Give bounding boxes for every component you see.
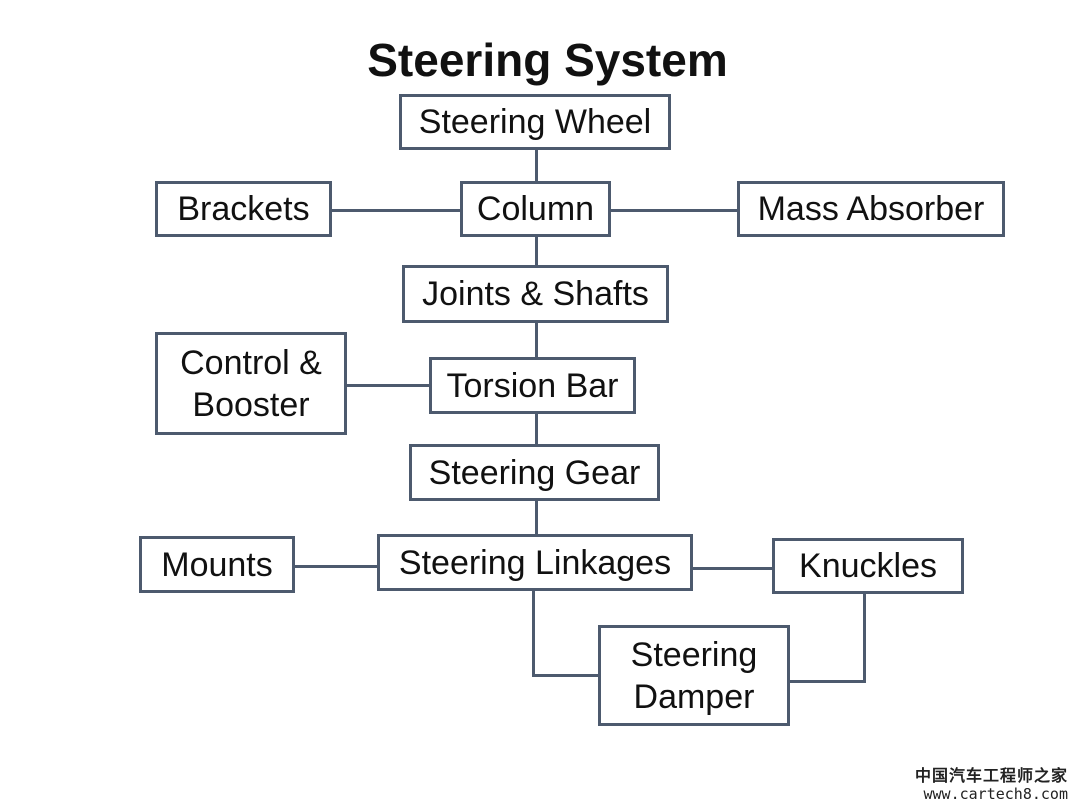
node-steering-damper: Steering Damper <box>598 625 790 726</box>
node-steering-gear: Steering Gear <box>409 444 660 501</box>
connector-column-mass-absorber <box>609 209 739 212</box>
connector-joints-torsion <box>535 321 538 359</box>
node-brackets: Brackets <box>155 181 332 237</box>
node-torsion-bar: Torsion Bar <box>429 357 636 414</box>
connector-knuckles-damper-vertical <box>863 592 866 683</box>
node-control-booster: Control & Booster <box>155 332 347 435</box>
connector-control-torsion <box>345 384 431 387</box>
connector-linkages-damper-horizontal <box>532 674 600 677</box>
connector-column-joints <box>535 236 538 267</box>
connector-mounts-linkages <box>293 565 379 568</box>
node-column: Column <box>460 181 611 237</box>
node-mounts: Mounts <box>139 536 295 593</box>
connector-linkages-damper-vertical <box>532 589 535 677</box>
watermark-url: www.cartech8.com <box>923 785 1069 803</box>
node-joints-shafts: Joints & Shafts <box>402 265 669 323</box>
connector-linkages-knuckles <box>691 567 774 570</box>
connector-torsion-gear <box>535 412 538 446</box>
connector-brackets-column <box>330 209 462 212</box>
connector-gear-linkages <box>535 499 538 536</box>
connector-wheel-column <box>535 148 538 182</box>
diagram-title: Steering System <box>367 34 728 86</box>
node-steering-linkages: Steering Linkages <box>377 534 693 591</box>
node-mass-absorber: Mass Absorber <box>737 181 1005 237</box>
watermark: 中国汽车工程师之家 www.cartech8.com <box>915 766 1068 804</box>
connector-knuckles-damper-horizontal <box>788 680 866 683</box>
node-steering-wheel: Steering Wheel <box>399 94 671 150</box>
node-knuckles: Knuckles <box>772 538 964 594</box>
watermark-site-name: 中国汽车工程师之家 <box>914 766 1068 785</box>
